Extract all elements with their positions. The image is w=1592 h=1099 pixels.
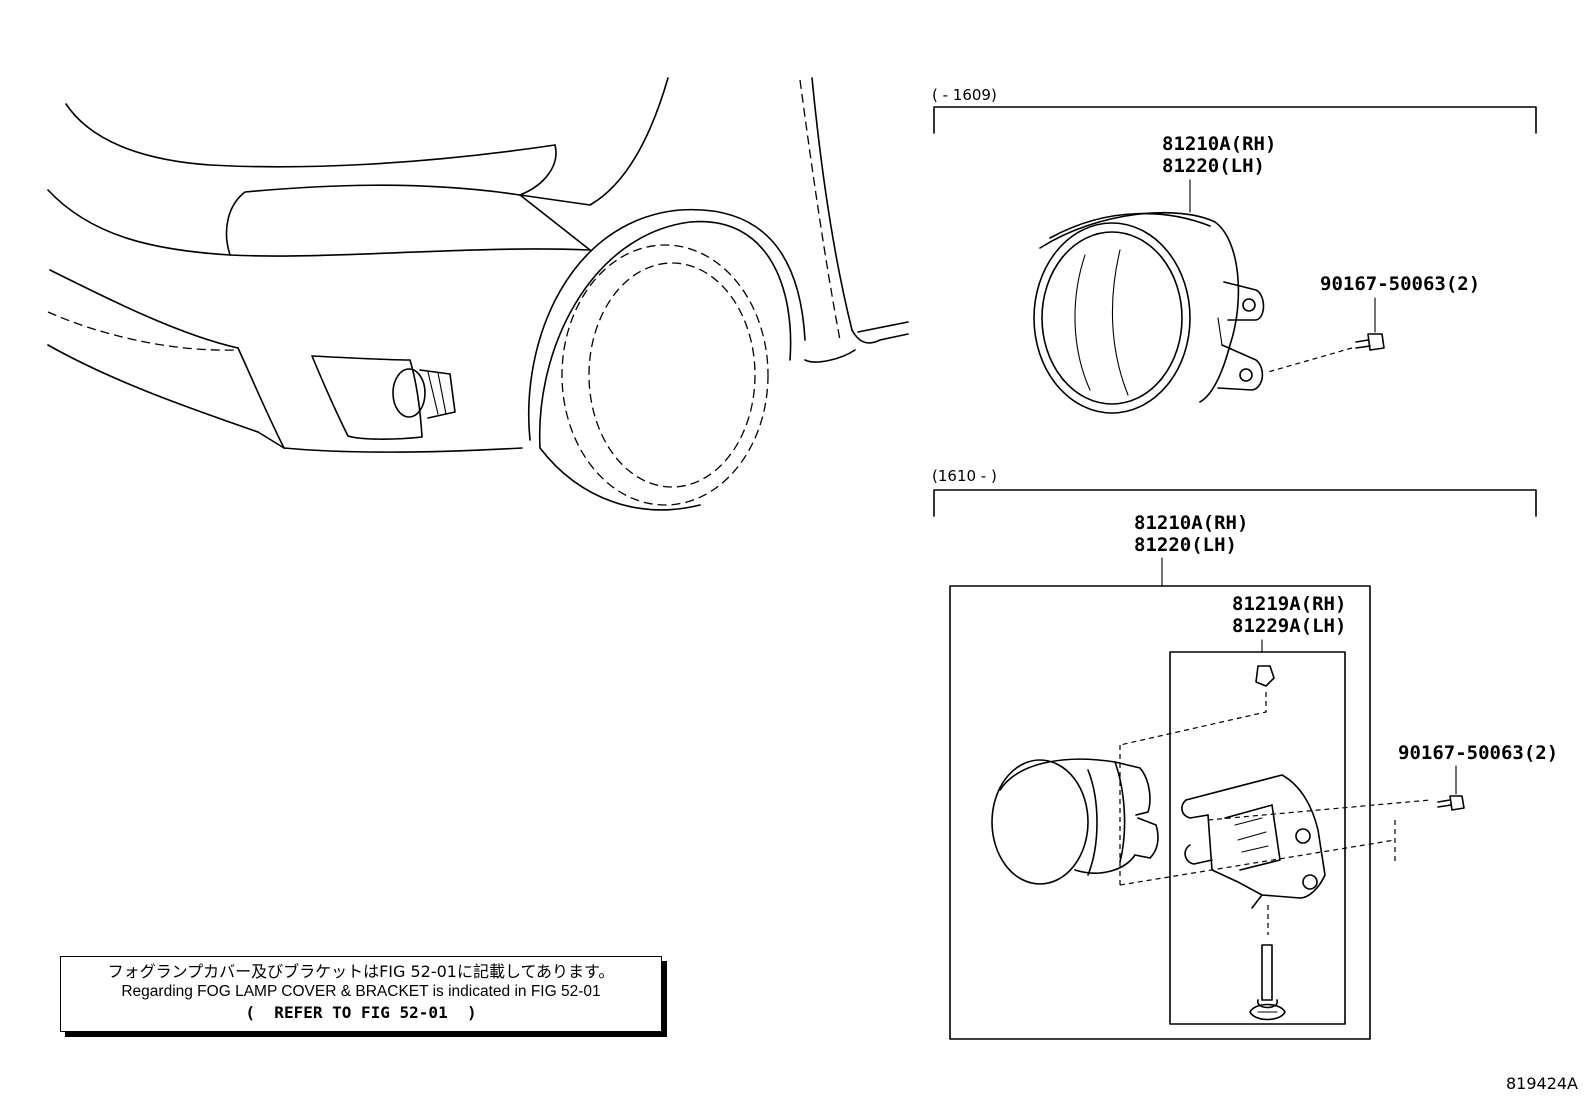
top-lamp-rh-label: 81210A(RH)	[1162, 133, 1276, 155]
bottom-lamp-rh-label: 81210A(RH)	[1134, 512, 1248, 534]
top-lamp-lh-label: 81220(LH)	[1162, 155, 1265, 177]
bottom-range-bracket: (1610 - )	[932, 467, 1537, 517]
top-fog-lamp	[1033, 211, 1265, 414]
vehicle-front-corner	[47, 77, 909, 511]
bottom-fog-lamp	[991, 758, 1159, 885]
adjuster-screw	[1249, 944, 1286, 1021]
bottom-lamp-lh-label: 81220(LH)	[1134, 534, 1237, 556]
top-screw	[1355, 333, 1385, 351]
note-english: Regarding FOG LAMP COVER & BRACKET is in…	[121, 983, 601, 1000]
note-reference: ( REFER TO FIG 52-01 )	[245, 1003, 477, 1022]
note-japanese: フォグランプカバー及びブラケットはFIG 52-01に記載してあります。	[107, 962, 615, 981]
figure-number: 819424A	[1505, 1074, 1578, 1093]
lamp-bracket	[1181, 774, 1326, 909]
reference-note: フォグランプカバー及びブラケットはFIG 52-01に記載してあります。 Reg…	[60, 956, 662, 1032]
assembly-box	[949, 585, 1371, 1040]
top-range-label: ( - 1609)	[932, 86, 997, 104]
clip-nut	[1255, 665, 1275, 687]
bottom-screw	[1437, 795, 1465, 811]
bracket-rh-label: 81219A(RH)	[1232, 593, 1346, 615]
top-screw-label: 90167-50063(2)	[1320, 273, 1480, 295]
bottom-range-label: (1610 - )	[932, 467, 997, 485]
bottom-screw-label: 90167-50063(2)	[1398, 742, 1558, 764]
bracket-lh-label: 81229A(LH)	[1232, 615, 1346, 637]
top-range-bracket: ( - 1609)	[932, 86, 1537, 134]
bracket-box	[1169, 651, 1346, 1025]
